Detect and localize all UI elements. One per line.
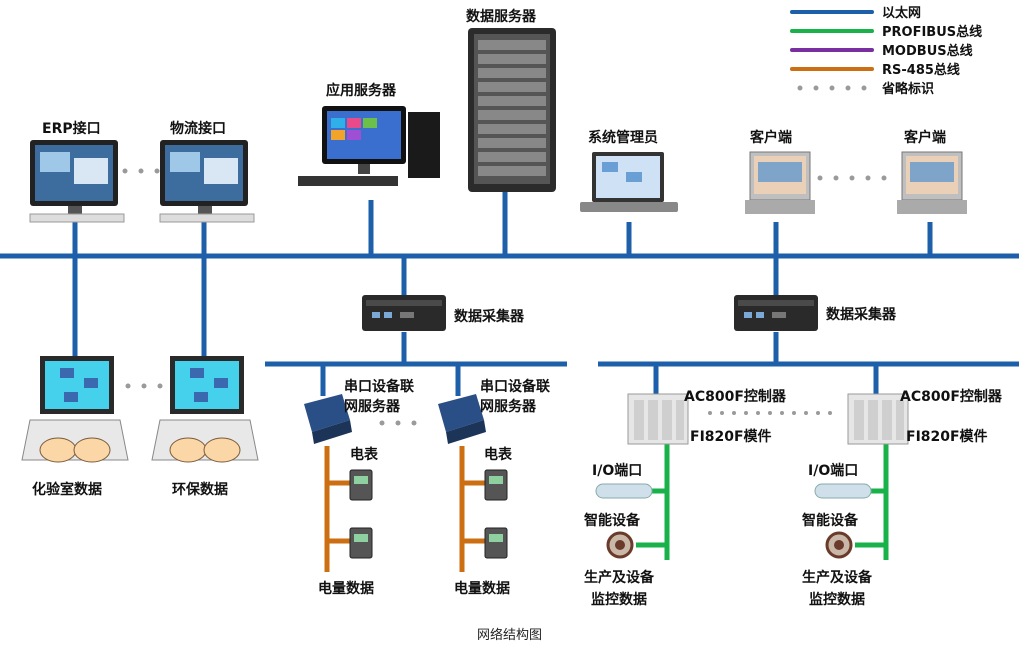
io1-label: I/O端口 <box>592 463 643 479</box>
serial-server2-label: 串口设备联 网服务器 <box>480 379 550 415</box>
admin-laptop-icon <box>580 152 678 212</box>
smart2-label: 智能设备 <box>802 513 858 529</box>
collector2-label: 数据采集器 <box>826 307 896 323</box>
legend-swatch-ethernet <box>790 10 874 14</box>
legend-label-omitted: 省略标识 <box>882 82 935 97</box>
omitted-dots <box>122 168 887 426</box>
figure-caption: 网络结构图 <box>476 628 542 643</box>
power2-label: 电量数据 <box>454 581 510 597</box>
smart1-label: 智能设备 <box>584 513 640 529</box>
legend-swatch-modbus <box>790 48 874 52</box>
smart-device-icons <box>606 531 853 559</box>
logistics-label: 物流接口 <box>170 121 226 137</box>
module2-label: FI820F模件 <box>906 429 988 445</box>
io2-label: I/O端口 <box>808 463 859 479</box>
legend-label-ethernet: 以太网 <box>882 6 922 21</box>
meter1-label: 电表 <box>350 447 378 463</box>
io-sensor-icons <box>595 483 872 499</box>
legend-label-profibus: PROFIBUS总线 <box>882 25 983 40</box>
client2-monitor-icon <box>897 151 967 214</box>
meter2-label: 电表 <box>484 447 512 463</box>
prod2-label: 生产及设备 监控数据 <box>802 570 872 608</box>
profibus-bus-2 <box>855 444 889 560</box>
data-server-label: 数据服务器 <box>466 9 536 25</box>
controller2-label: AC800F控制器 <box>900 389 1002 405</box>
client1-label: 客户端 <box>750 130 792 146</box>
controller1-icon <box>627 393 689 445</box>
serial-server1-label: 串口设备联 网服务器 <box>344 379 414 415</box>
legend-label-rs485: RS-485总线 <box>882 63 960 78</box>
controller2-icon <box>847 393 909 445</box>
controller1-label: AC800F控制器 <box>684 389 786 405</box>
prod1-label: 生产及设备 监控数据 <box>584 570 654 608</box>
collector1-label: 数据采集器 <box>454 309 524 325</box>
collector2-icon <box>734 295 818 331</box>
power1-label: 电量数据 <box>318 581 374 597</box>
env-terminal-icon <box>151 356 259 463</box>
logistics-monitor-icon <box>159 140 255 223</box>
data-server-rack-icon <box>468 28 556 192</box>
serial-server1-icon <box>304 394 352 444</box>
client1-monitor-icon <box>745 151 815 214</box>
serial-server2-icon <box>438 394 486 444</box>
legend-swatch-profibus <box>790 29 874 33</box>
legend-swatch-rs485 <box>790 67 874 71</box>
app-server-label: 应用服务器 <box>326 83 396 99</box>
client2-label: 客户端 <box>904 130 946 146</box>
sys-admin-label: 系统管理员 <box>588 130 658 146</box>
module1-label: FI820F模件 <box>690 429 772 445</box>
erp-label: ERP接口 <box>42 121 101 137</box>
legend-swatch-omitted <box>797 85 867 91</box>
lab-label: 化验室数据 <box>32 482 102 498</box>
env-label: 环保数据 <box>172 482 228 498</box>
lab-terminal-icon <box>21 356 129 463</box>
app-server-icon <box>298 106 440 186</box>
profibus-bus-1 <box>636 444 670 560</box>
erp-monitor-icon <box>29 140 125 223</box>
rs485-bus-2 <box>459 446 485 572</box>
collector1-icon <box>362 295 446 331</box>
rs485-bus-1 <box>324 446 350 572</box>
legend-label-modbus: MODBUS总线 <box>882 44 973 59</box>
